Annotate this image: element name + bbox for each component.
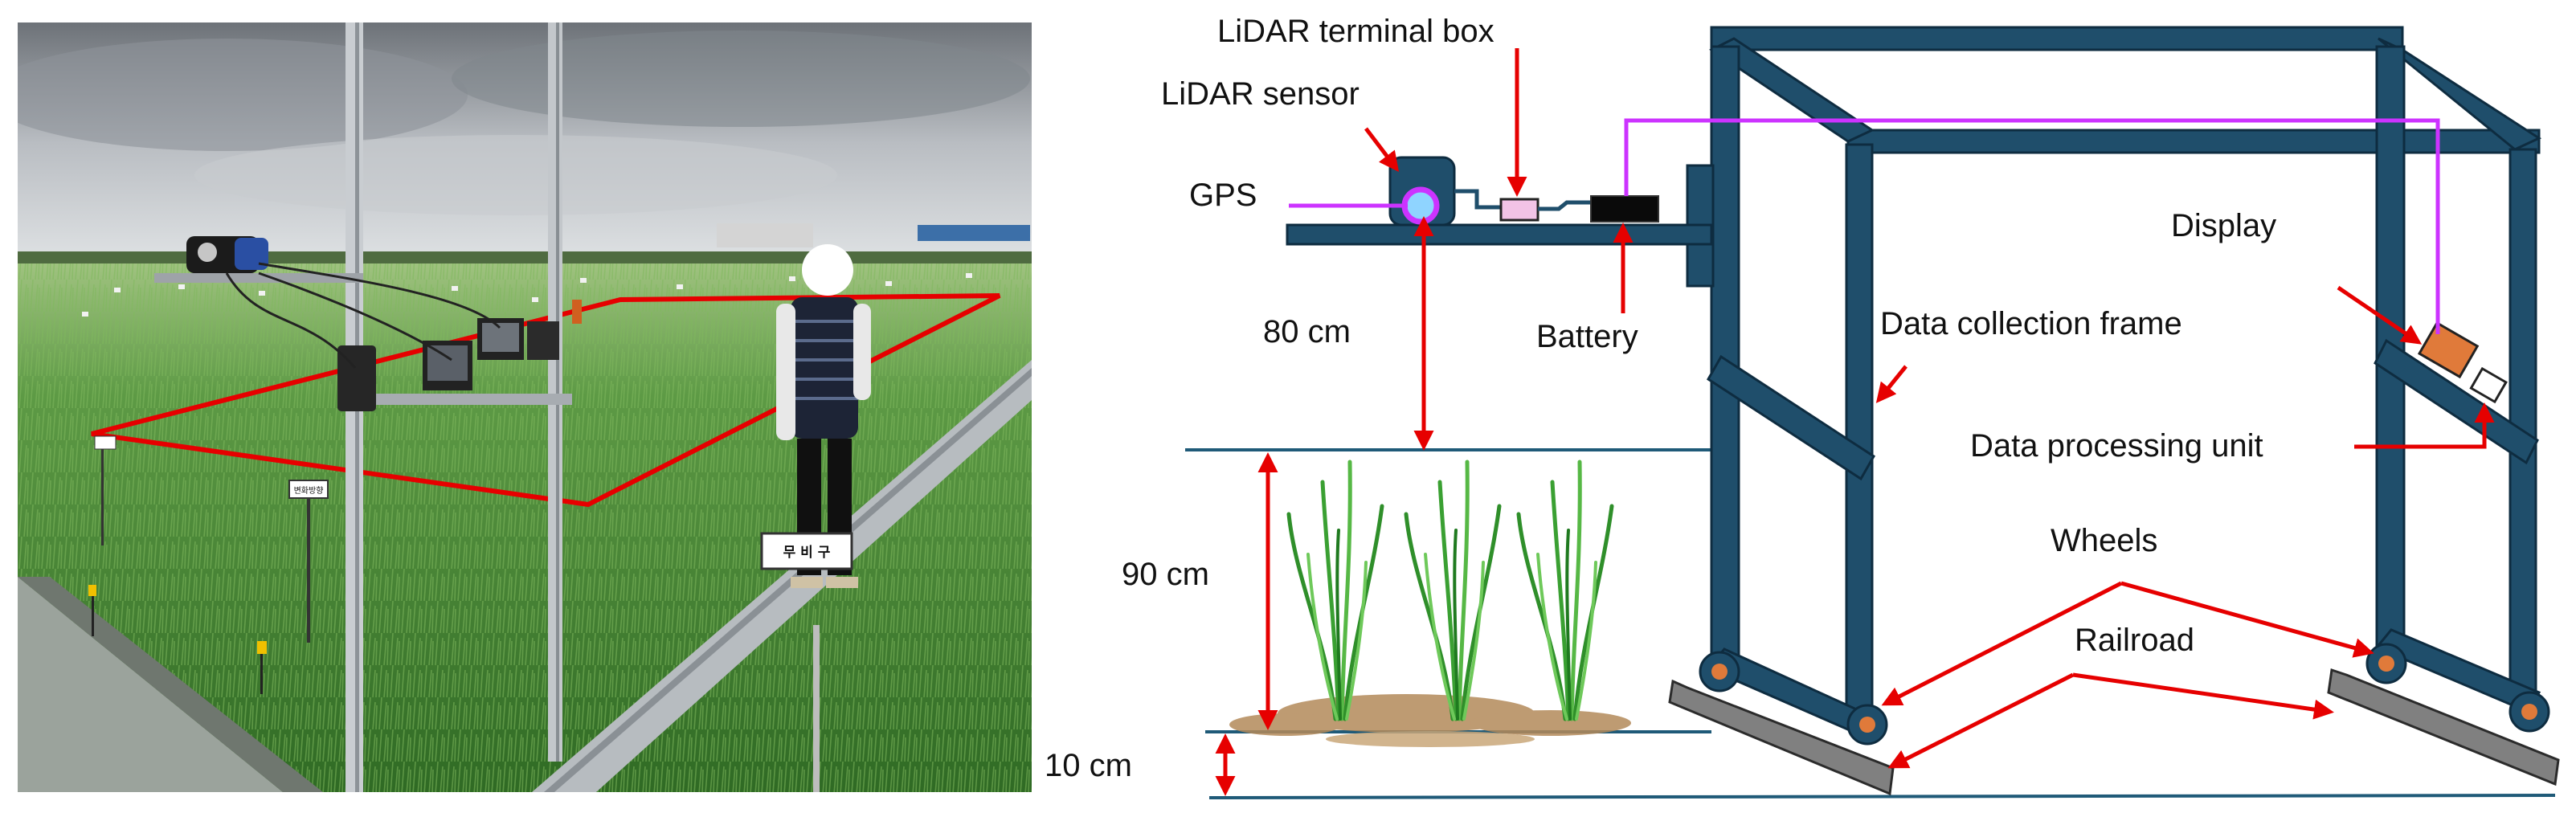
- lidar-terminal-box: [1499, 198, 1539, 222]
- label-data-processing-unit: Data processing unit: [1970, 428, 2263, 464]
- plot-sign: 무 비 구: [760, 532, 853, 792]
- railroad-left: [1668, 679, 1895, 796]
- arrow-rail-left: [1887, 672, 2075, 769]
- rice-plant-1: [1286, 460, 1384, 721]
- cable-tray: [532, 360, 1032, 792]
- label-battery: Battery: [1536, 319, 1638, 354]
- wheel-right-back: [2365, 643, 2407, 684]
- frame-left-front-post: [1845, 143, 1874, 715]
- cables: [225, 262, 501, 369]
- label-railroad: Railroad: [2075, 623, 2194, 658]
- label-80cm: 80 cm: [1263, 314, 1351, 349]
- lidar-unit: [186, 236, 268, 273]
- wheels-group: [1699, 643, 2550, 746]
- arrow-wheel-left: [1881, 581, 2123, 706]
- rice-plant-3: [1516, 460, 1614, 721]
- small-tag: 변화방향: [288, 480, 329, 643]
- railroad-right: [2327, 668, 2560, 786]
- rice-plant-2: [1404, 460, 1502, 721]
- frame-right-brace: [2374, 338, 2539, 465]
- cross-bar: [355, 394, 572, 405]
- rail-base-line: [1208, 794, 2556, 799]
- data-processing-unit: [2469, 366, 2508, 404]
- small-tag-text: 변화방향: [294, 486, 324, 496]
- label-data-collection-frame: Data collection frame: [1880, 306, 2182, 341]
- sensor-arm: [154, 273, 363, 283]
- plot-sign-text: 무 비 구: [783, 545, 831, 561]
- arrow-processing-unit: [2354, 402, 2495, 449]
- frame-top-front-beam: [1846, 129, 2541, 154]
- label-wheels: Wheels: [2051, 523, 2157, 558]
- label-10cm: 10 cm: [1045, 748, 1132, 783]
- frame-top-back-beam: [1710, 26, 2404, 51]
- frame-left-brace: [1706, 354, 1876, 481]
- label-lidar-sensor: LiDAR sensor: [1161, 76, 1360, 112]
- display-device: [2417, 321, 2480, 379]
- arrow-rail-right: [2072, 672, 2334, 720]
- sensor-boom: [1286, 223, 1713, 246]
- wheel-right-front: [2509, 691, 2550, 733]
- arrow-lidar-sensor: [1364, 127, 1400, 172]
- annotation-arrows: [1215, 48, 2495, 796]
- terminal-cable: [1538, 200, 1591, 211]
- frame-top-left-diagonal: [1709, 37, 1875, 143]
- data-collection-frame: [1686, 26, 2542, 737]
- arrow-frame: [1875, 365, 1907, 403]
- monitors: [423, 318, 559, 390]
- sensor-cable: [1454, 189, 1501, 210]
- wheel-left-front: [1846, 704, 1888, 746]
- frame-right-base: [2374, 628, 2541, 713]
- label-gps: GPS: [1189, 178, 1257, 213]
- lidar-lens: [1401, 186, 1440, 225]
- arrow-wheel-right: [2120, 581, 2374, 658]
- wheel-left-back: [1699, 651, 1740, 692]
- field-photo: 무 비 구 변화방향: [18, 22, 1032, 792]
- data-cable: [1624, 118, 2440, 334]
- face-blur: [802, 244, 853, 296]
- battery: [1590, 195, 1659, 223]
- label-display: Display: [2171, 208, 2276, 243]
- label-90cm: 90 cm: [1122, 557, 1209, 592]
- rice-plants: [1286, 460, 1614, 721]
- lidar-sensor: [1388, 156, 1456, 227]
- terminal-box: [337, 345, 376, 411]
- distant-buildings: [717, 223, 813, 247]
- arrow-display: [2337, 285, 2423, 345]
- label-lidar-terminal-box: LiDAR terminal box: [1217, 14, 1494, 49]
